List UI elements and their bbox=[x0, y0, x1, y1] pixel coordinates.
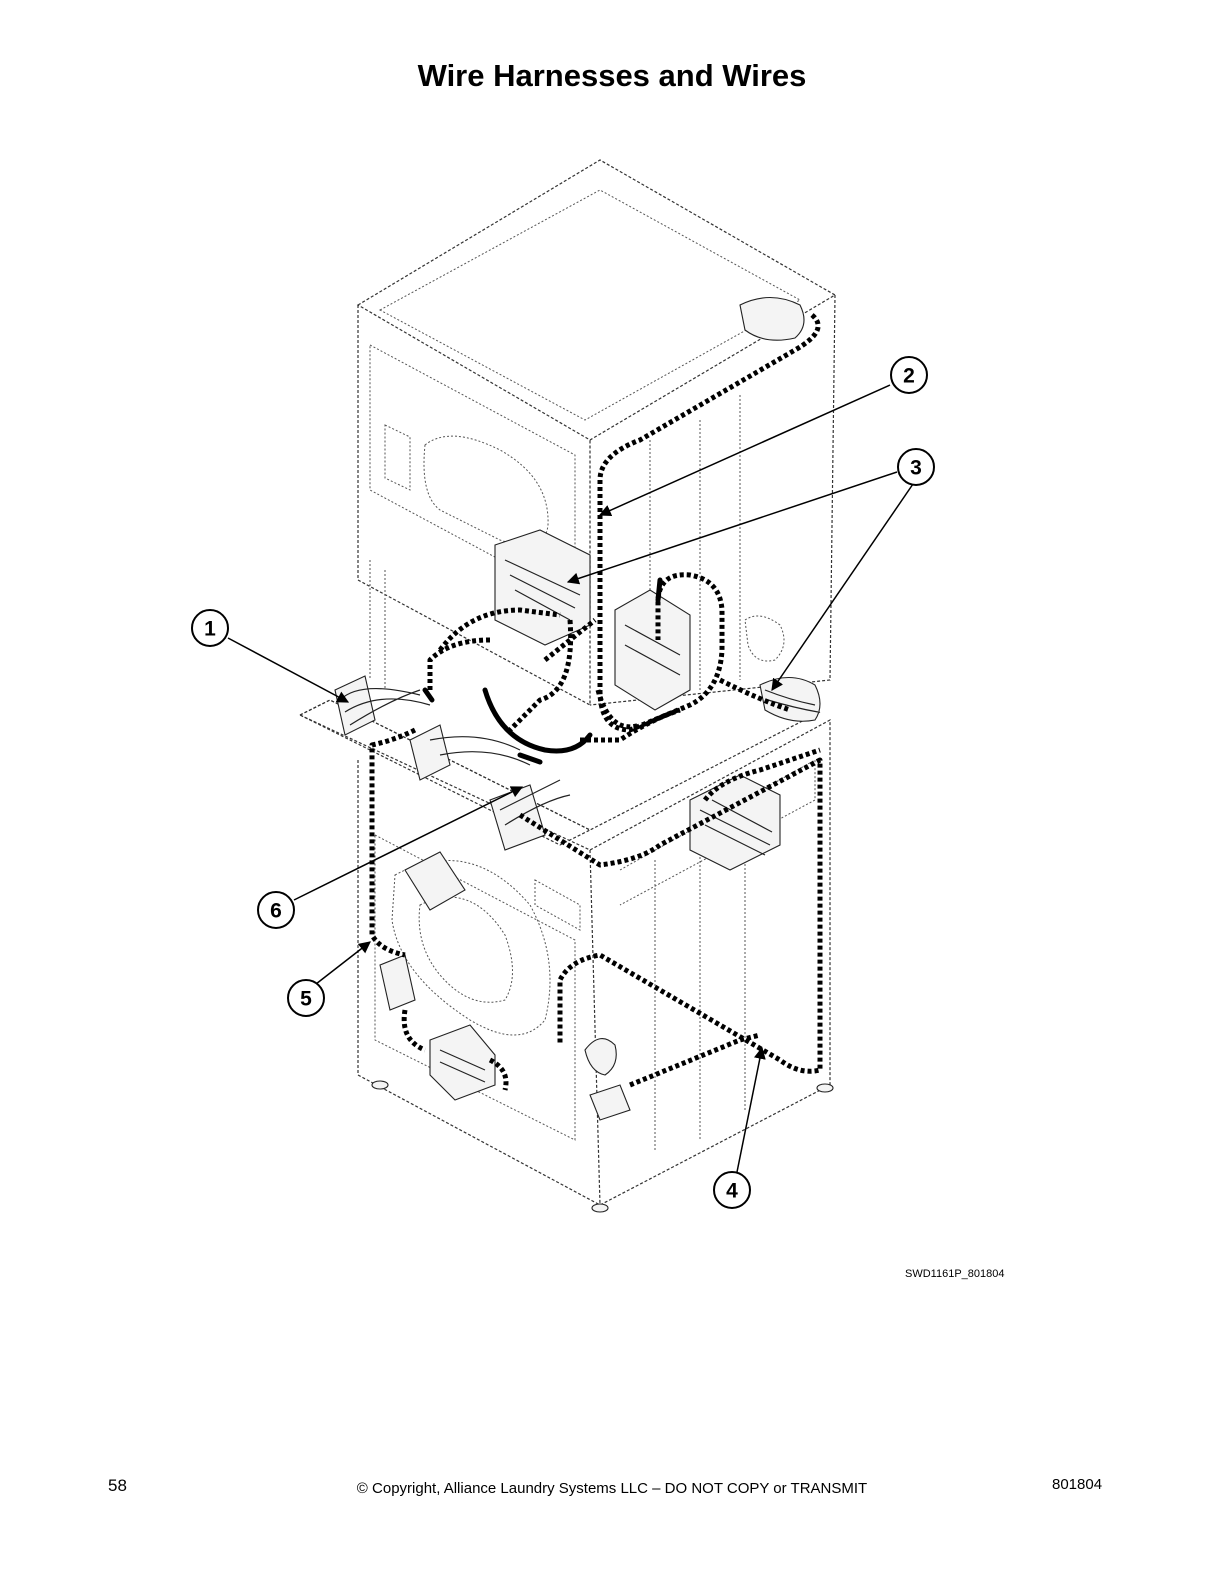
figure-reference: SWD1161P_801804 bbox=[905, 1268, 1005, 1280]
callout-2: 2 bbox=[890, 356, 928, 394]
harness-routing bbox=[369, 313, 823, 1091]
washer-cabinet-outline bbox=[299, 699, 834, 1213]
page-number: 58 bbox=[108, 1476, 127, 1495]
callout-leaders bbox=[227, 384, 914, 1173]
callout-3-label: 3 bbox=[910, 457, 922, 480]
callout-4: 4 bbox=[713, 1171, 751, 1209]
callout-5-label: 5 bbox=[300, 988, 312, 1011]
callout-1-label: 1 bbox=[204, 618, 216, 641]
copyright-notice: © Copyright, Alliance Laundry Systems LL… bbox=[356, 1480, 868, 1497]
callout-4-label: 4 bbox=[726, 1180, 738, 1203]
dryer-cabinet-outline bbox=[356, 159, 837, 707]
callout-5: 5 bbox=[287, 979, 325, 1017]
document-number: 801804 bbox=[1052, 1476, 1103, 1493]
callout-1: 1 bbox=[191, 609, 229, 647]
callout-3: 3 bbox=[897, 448, 935, 486]
callout-6: 6 bbox=[257, 891, 295, 929]
page-title: Wire Harnesses and Wires bbox=[417, 58, 807, 93]
callout-2-label: 2 bbox=[903, 365, 915, 388]
control-tray bbox=[298, 297, 821, 1121]
callout-6-label: 6 bbox=[270, 900, 282, 923]
